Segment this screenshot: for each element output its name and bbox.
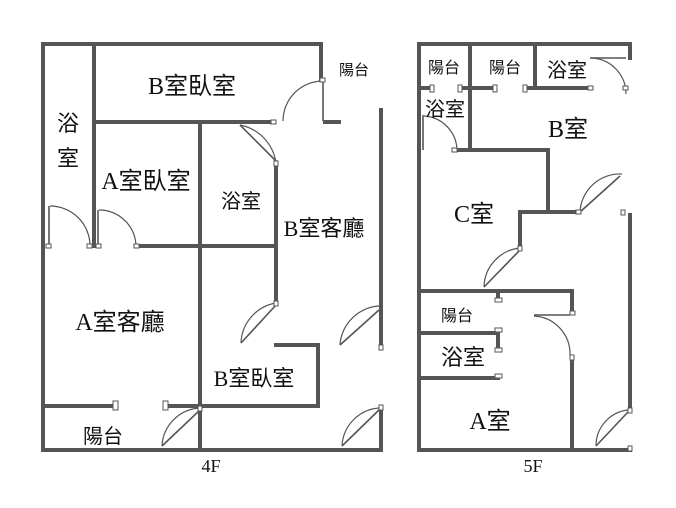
label-balcony-top: 陽台: [339, 62, 369, 79]
door-4f-bottom-right: [341, 404, 384, 447]
label-a-bedroom: A室臥室: [101, 168, 190, 195]
label-a-living: A室客廳: [75, 309, 164, 336]
door-5f-bath-top: [587, 57, 629, 95]
label-balcony-bottom: 陽台: [83, 425, 123, 448]
door-4f-bottom-left: [161, 405, 203, 447]
label-5f-balcony-3: 陽台: [441, 307, 473, 325]
label-5f-bath-top: 浴室: [547, 59, 587, 82]
door-5f-room-b: [575, 173, 626, 216]
door-5f-bath-left: [422, 115, 458, 153]
floor-5f-doors: [422, 57, 633, 452]
label-5f-bath-lower: 浴室: [441, 345, 485, 370]
door-4f-bath-mid: [239, 119, 279, 167]
label-5f-balcony-2: 陽台: [489, 59, 521, 77]
floor-4f-windows: [112, 400, 169, 411]
door-5f-hall: [533, 310, 576, 361]
door-4f-a-bedroom: [95, 209, 140, 249]
label-bath-left-line1: 浴: [57, 111, 79, 136]
floor-4f-caption: 4F: [201, 456, 220, 476]
floor-5f-labels: 陽台 陽台 浴室 浴室 B室 C室 陽台 浴室 A室 5F: [425, 59, 588, 476]
door-4f-balcony-top: [282, 77, 326, 122]
door-5f-room-c: [483, 245, 523, 288]
label-5f-bath-left: 浴室: [425, 98, 465, 121]
floor-5f-plan: 陽台 陽台 浴室 浴室 B室 C室 陽台 浴室 A室 5F: [417, 42, 633, 476]
door-5f-room-a: [595, 407, 633, 452]
label-b-living: B室客廳: [284, 216, 365, 241]
label-bath-left-line2: 室: [57, 146, 79, 171]
floor-4f-labels: B室臥室 陽台 浴 室 A室臥室 浴室 B室客廳 A室客廳 B室臥室 陽台 4F: [57, 62, 369, 476]
floor-4f-walls: [41, 42, 383, 452]
label-b-bedroom-2: B室臥室: [214, 366, 295, 391]
floor-4f-plan: B室臥室 陽台 浴 室 A室臥室 浴室 B室客廳 A室客廳 B室臥室 陽台 4F: [41, 42, 384, 476]
floor-5f-caption: 5F: [523, 456, 542, 476]
label-bath-mid: 浴室: [221, 190, 261, 213]
label-5f-room-a: A室: [469, 408, 510, 435]
label-5f-room-b: B室: [548, 116, 588, 143]
label-b-bedroom: B室臥室: [148, 73, 236, 100]
floor-5f-windows: [429, 84, 528, 379]
door-4f-bath-left: [45, 205, 93, 249]
door-4f-right: [339, 305, 384, 351]
label-5f-room-c: C室: [454, 201, 494, 228]
floor-4f-doors: [45, 77, 384, 447]
door-4f-b-living: [240, 300, 279, 344]
label-5f-balcony-1: 陽台: [428, 59, 460, 77]
